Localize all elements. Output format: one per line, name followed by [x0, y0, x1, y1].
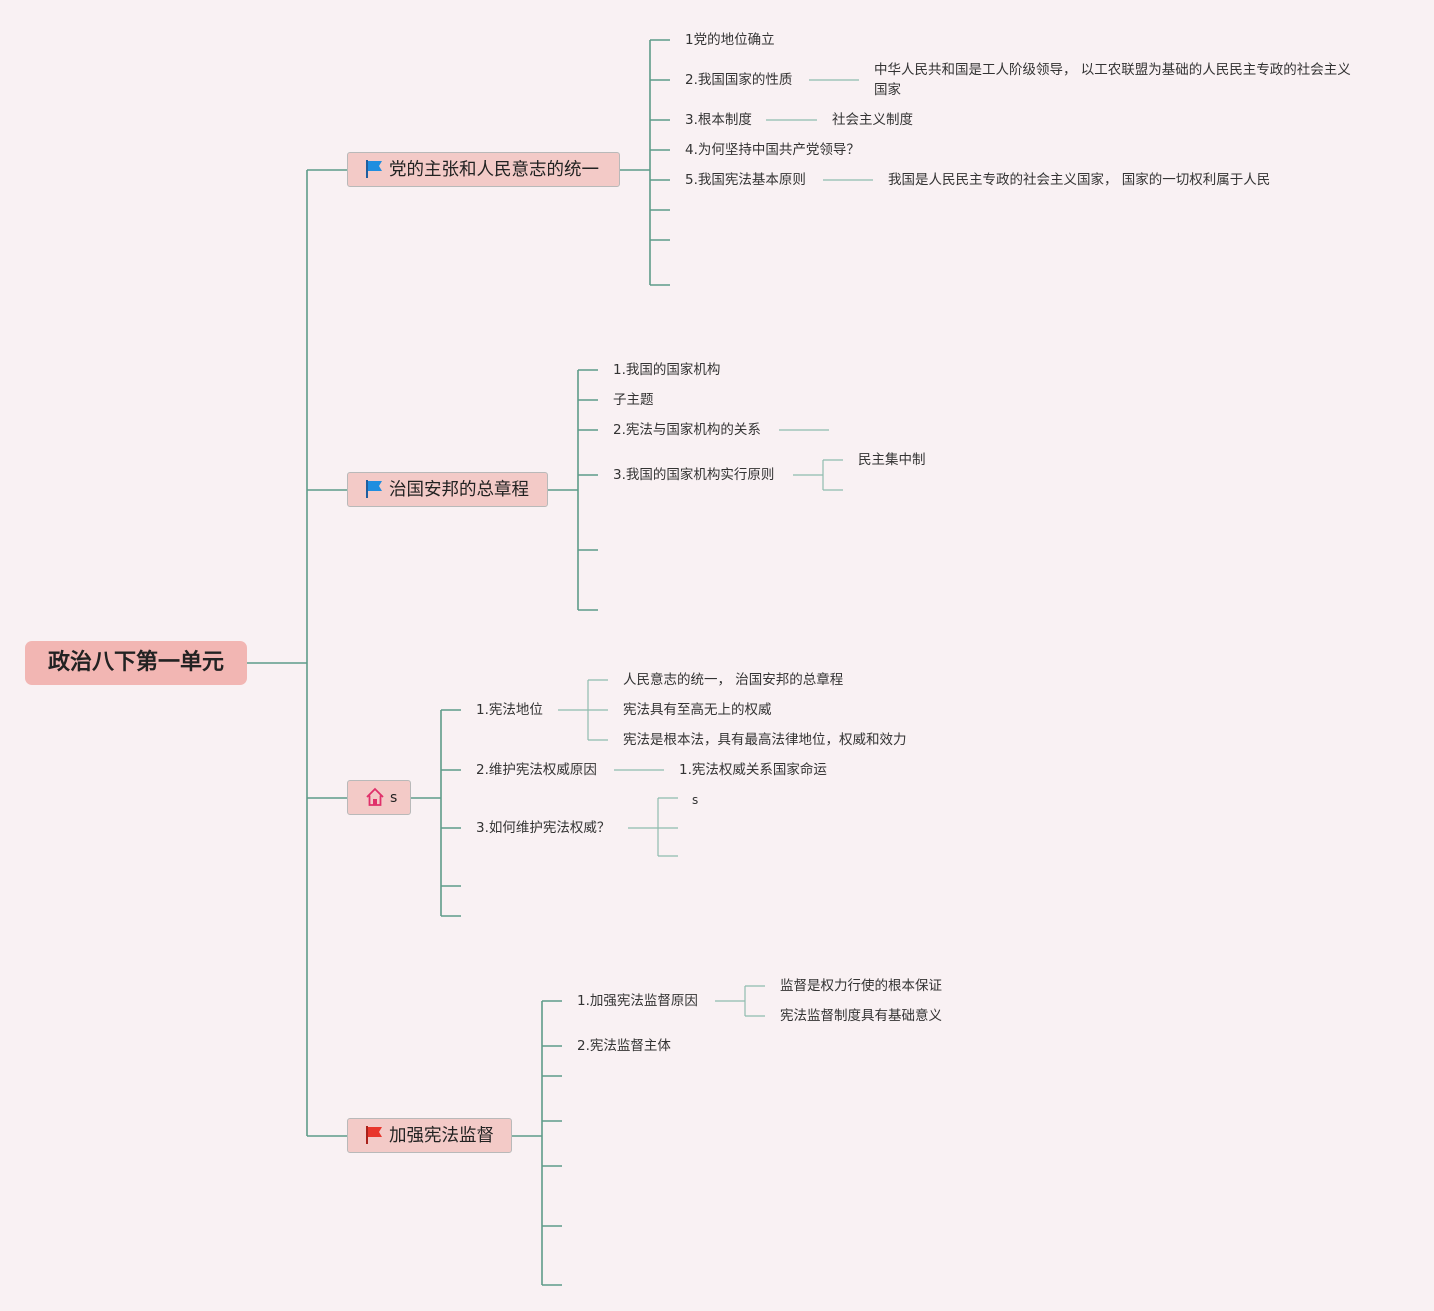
detail-authority-reason[interactable]: 1.宪法权威关系国家命运: [679, 762, 827, 778]
main-topic-s[interactable]: s: [347, 780, 411, 815]
detail-status-1[interactable]: 人民意志的统一， 治国安邦的总章程: [623, 672, 844, 688]
subtopic-basic-principle[interactable]: 5.我国宪法基本原则: [685, 172, 806, 188]
subtopic-how-maintain-authority[interactable]: 3.如何维护宪法权威？: [476, 820, 611, 836]
detail-democratic-centralism[interactable]: 民主集中制: [858, 452, 926, 468]
subtopic-placeholder[interactable]: 子主题: [613, 392, 654, 408]
home-icon: [364, 786, 386, 808]
branch3-connectors: [411, 709, 461, 917]
branch2-connectors: [548, 369, 598, 611]
detail-supervision-reason-2[interactable]: 宪法监督制度具有基础意义: [780, 1008, 942, 1024]
main-connectors: [247, 169, 347, 1137]
detail-how-s[interactable]: s: [692, 793, 699, 807]
subtopic-state-organs[interactable]: 1.我国的国家机构: [613, 362, 721, 378]
branch1-detail-connectors: [766, 79, 873, 181]
detail-state-nature-line1[interactable]: 中华人民共和国是工人阶级领导， 以工农联盟为基础的人民民主专政的社会主义: [874, 62, 1351, 78]
red-flag-icon: [363, 1124, 385, 1146]
branch4-detail-connectors: [715, 985, 765, 1017]
detail-socialist-system[interactable]: 社会主义制度: [832, 112, 913, 128]
main-topic-label: s: [390, 790, 398, 806]
subtopic-state-nature[interactable]: 2.我国国家的性质: [685, 72, 793, 88]
subtopic-supervision-subject[interactable]: 2.宪法监督主体: [577, 1038, 671, 1054]
subtopic-party-status[interactable]: 1党的地位确立: [685, 32, 775, 48]
main-topic-supervision[interactable]: 加强宪法监督: [347, 1118, 512, 1153]
branch1-connectors: [620, 39, 670, 286]
main-topic-label: 党的主张和人民意志的统一: [389, 160, 599, 180]
subtopic-supervision-reason[interactable]: 1.加强宪法监督原因: [577, 993, 698, 1009]
subtopic-constitution-status[interactable]: 1.宪法地位: [476, 702, 543, 718]
detail-status-2[interactable]: 宪法具有至高无上的权威: [623, 702, 772, 718]
root-topic[interactable]: 政治八下第一单元: [25, 641, 247, 685]
detail-principle[interactable]: 我国是人民民主专政的社会主义国家， 国家的一切权利属于人民: [888, 172, 1271, 188]
main-topic-party[interactable]: 党的主张和人民意志的统一: [347, 152, 620, 187]
main-topic-label: 治国安邦的总章程: [389, 480, 529, 500]
subtopic-why-party-leadership[interactable]: 4.为何坚持中国共产党领导？: [685, 142, 860, 158]
detail-supervision-reason-1[interactable]: 监督是权力行使的根本保证: [780, 978, 942, 994]
branch3-detail-connectors: [558, 679, 678, 857]
subtopic-fundamental-system[interactable]: 3.根本制度: [685, 112, 752, 128]
subtopic-authority-reason[interactable]: 2.维护宪法权威原因: [476, 762, 597, 778]
blue-flag-icon: [363, 478, 385, 500]
main-topic-constitution[interactable]: 治国安邦的总章程: [347, 472, 548, 507]
detail-status-3[interactable]: 宪法是根本法，具有最高法律地位，权威和效力: [623, 732, 907, 748]
blue-flag-icon: [363, 158, 385, 180]
subtopic-organs-principle[interactable]: 3.我国的国家机构实行原则: [613, 467, 775, 483]
detail-state-nature-line2[interactable]: 国家: [874, 82, 901, 98]
main-topic-label: 加强宪法监督: [389, 1126, 494, 1146]
subtopic-constitution-organs-relation[interactable]: 2.宪法与国家机构的关系: [613, 422, 761, 438]
branch4-connectors: [512, 1000, 562, 1286]
branch2-detail-connectors: [779, 429, 843, 491]
